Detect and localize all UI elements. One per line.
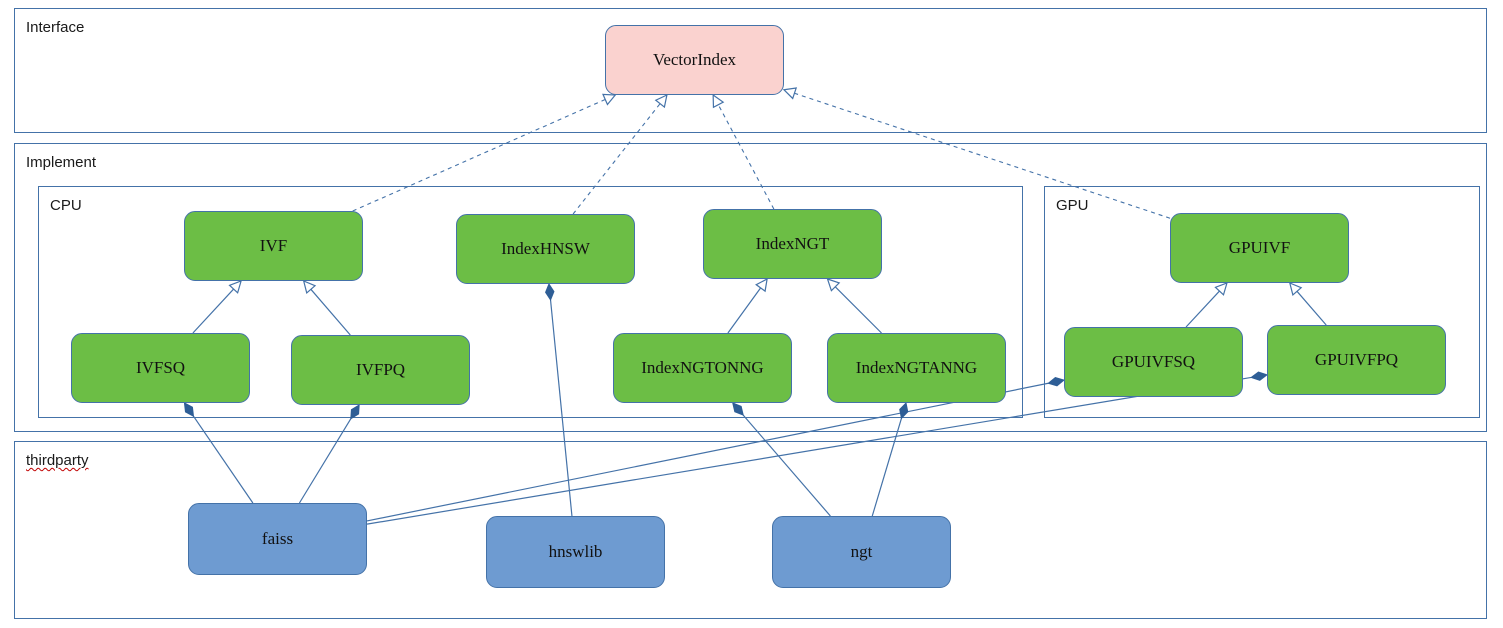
node-ngt[interactable]: ngt: [772, 516, 951, 588]
generalization-arrow-gpuivfsq-to-gpuivf: [1214, 282, 1228, 296]
composition-hnswlib-to-indexhnsw: [549, 299, 573, 517]
container-gpu: [1044, 186, 1480, 418]
generalization-indexngtanng-to-indexngt: [834, 286, 882, 334]
container-label-gpu: GPU: [1056, 197, 1089, 214]
composition-diamond-hnswlib-to-indexhnsw: [545, 282, 555, 301]
generalization-arrow-indexhnsw-to-vectorindex: [654, 93, 668, 109]
generalization-arrow-gpuivf-to-vectorindex: [782, 87, 798, 100]
composition-diamond-ngt-to-indexngtonng: [732, 402, 744, 416]
composition-faiss-to-ivfsq: [192, 415, 254, 504]
node-vectorindex[interactable]: VectorIndex: [605, 25, 784, 95]
node-ivfsq[interactable]: IVFSQ: [71, 333, 250, 403]
composition-diamond-faiss-to-ivfsq: [183, 402, 195, 418]
generalization-arrow-ivf-to-vectorindex: [602, 93, 617, 106]
node-indexngtanng[interactable]: IndexNGTANNG: [827, 333, 1006, 403]
composition-diamond-ngt-to-indexngtanng: [899, 401, 909, 420]
composition-diamond-faiss-to-gpuivfsq: [1047, 376, 1066, 387]
node-gpuivfsq[interactable]: GPUIVFSQ: [1064, 327, 1243, 397]
composition-faiss-to-gpuivfpq: [366, 376, 1252, 525]
container-interface: [14, 8, 1487, 133]
generalization-gpuivf-to-vectorindex: [794, 92, 1171, 219]
generalization-arrow-indexngt-to-vectorindex: [712, 93, 725, 109]
generalization-arrow-ivfpq-to-ivf: [302, 279, 317, 295]
node-gpuivfpq[interactable]: GPUIVFPQ: [1267, 325, 1446, 395]
generalization-arrow-indexngtanng-to-indexngt: [826, 278, 841, 292]
composition-ngt-to-indexngtonng: [742, 414, 831, 517]
generalization-arrow-ivfsq-to-ivf: [228, 280, 242, 294]
node-hnswlib[interactable]: hnswlib: [486, 516, 665, 588]
container-cpu: [38, 186, 1023, 418]
composition-faiss-to-ivfpq: [298, 418, 352, 504]
generalization-arrow-indexngtonng-to-indexngt: [755, 277, 768, 293]
generalization-ivfsq-to-ivf: [192, 288, 235, 334]
container-label-interface: Interface: [26, 19, 85, 36]
composition-diamond-faiss-to-gpuivfpq: [1250, 371, 1269, 381]
composition-diamond-faiss-to-ivfpq: [350, 404, 360, 420]
generalization-ivfpq-to-ivf: [310, 288, 351, 336]
node-ivf[interactable]: IVF: [184, 211, 363, 281]
node-indexngt[interactable]: IndexNGT: [703, 209, 882, 279]
generalization-gpuivfsq-to-gpuivf: [1185, 290, 1220, 328]
container-thirdparty: [14, 441, 1487, 619]
generalization-indexhnsw-to-vectorindex: [572, 103, 661, 215]
container-label-implement: Implement: [26, 154, 97, 171]
generalization-gpuivfpq-to-gpuivf: [1296, 290, 1327, 326]
node-indexhnsw[interactable]: IndexHNSW: [456, 214, 635, 284]
container-implement: [14, 143, 1487, 432]
container-label-thirdparty: thirdparty: [26, 452, 89, 469]
generalization-ivf-to-vectorindex: [352, 98, 606, 212]
container-label-cpu: CPU: [50, 197, 82, 214]
node-faiss[interactable]: faiss: [188, 503, 367, 575]
composition-ngt-to-indexngtanng: [871, 418, 903, 517]
node-ivfpq[interactable]: IVFPQ: [291, 335, 470, 405]
generalization-indexngtonng-to-indexngt: [727, 287, 762, 334]
generalization-arrow-gpuivfpq-to-gpuivf: [1288, 281, 1303, 297]
composition-faiss-to-gpuivfsq: [366, 382, 1049, 522]
node-indexngtonng[interactable]: IndexNGTONNG: [613, 333, 792, 403]
node-gpuivf[interactable]: GPUIVF: [1170, 213, 1349, 283]
generalization-indexngt-to-vectorindex: [717, 104, 775, 210]
